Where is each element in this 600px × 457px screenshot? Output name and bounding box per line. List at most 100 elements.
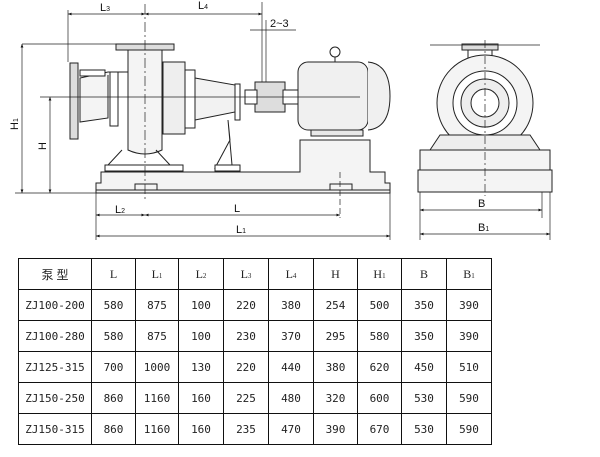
header-label: B bbox=[463, 266, 472, 281]
dimension-cell: 875 bbox=[135, 289, 179, 321]
svg-text:L2: L2 bbox=[115, 204, 125, 216]
dimension-cell: 1000 bbox=[135, 351, 179, 383]
dimension-cell: 160 bbox=[178, 413, 224, 445]
column-header: L2 bbox=[178, 258, 224, 290]
dimension-cell: 600 bbox=[357, 382, 402, 414]
dimension-cell: 230 bbox=[223, 320, 269, 352]
pump-model-cell: ZJ150-250 bbox=[18, 382, 92, 414]
dimension-cell: 450 bbox=[401, 351, 447, 383]
svg-text:H: H bbox=[37, 142, 49, 150]
header-label: B bbox=[419, 266, 428, 281]
pump-dimension-drawing: L3 L4 2~3 H1 H L2 L L1 B B1 bbox=[9, 0, 553, 240]
svg-text:H1: H1 bbox=[9, 118, 21, 130]
dimension-cell: 220 bbox=[223, 289, 269, 321]
header-subscript: 4 bbox=[292, 271, 297, 280]
dimension-cell: 350 bbox=[401, 320, 447, 352]
column-header: B1 bbox=[446, 258, 492, 290]
dimension-cell: 440 bbox=[268, 351, 314, 383]
dimension-cell: 700 bbox=[91, 351, 136, 383]
dimension-cell: 380 bbox=[268, 289, 314, 321]
dimension-cell: 860 bbox=[91, 382, 136, 414]
column-header: 泵 型 bbox=[18, 258, 92, 290]
side-view bbox=[69, 43, 391, 194]
dimension-cell: 390 bbox=[446, 289, 492, 321]
svg-text:2~3: 2~3 bbox=[270, 18, 289, 30]
dimension-cell: 100 bbox=[178, 320, 224, 352]
dimension-cell: 1160 bbox=[135, 413, 179, 445]
column-header: H bbox=[313, 258, 358, 290]
dimension-cell: 295 bbox=[313, 320, 358, 352]
pump-model-cell: ZJ125-315 bbox=[18, 351, 92, 383]
dimension-cell: 254 bbox=[313, 289, 358, 321]
dimension-cell: 320 bbox=[313, 382, 358, 414]
lifting-eye bbox=[329, 46, 341, 58]
motor-body bbox=[297, 61, 369, 131]
suction-flange bbox=[69, 62, 79, 140]
column-header: L4 bbox=[268, 258, 314, 290]
dimension-labels: L3 L4 2~3 H1 H L2 L L1 B B1 bbox=[9, 0, 489, 236]
svg-text:L3: L3 bbox=[100, 2, 110, 14]
header-subscript: 2 bbox=[202, 271, 207, 280]
dimension-cell: 470 bbox=[268, 413, 314, 445]
dimension-cell: 580 bbox=[91, 320, 136, 352]
header-label: L bbox=[285, 266, 293, 281]
dimension-cell: 350 bbox=[401, 289, 447, 321]
dimension-cell: 590 bbox=[446, 382, 492, 414]
header-label: L bbox=[151, 266, 159, 281]
dimension-cell: 860 bbox=[91, 413, 136, 445]
column-header: L1 bbox=[135, 258, 179, 290]
dimension-cell: 390 bbox=[313, 413, 358, 445]
column-header: H1 bbox=[357, 258, 402, 290]
dimension-cell: 480 bbox=[268, 382, 314, 414]
dimension-cell: 100 bbox=[178, 289, 224, 321]
header-label: L bbox=[109, 266, 118, 281]
pump-model-cell: ZJ100-280 bbox=[18, 320, 92, 352]
svg-text:L1: L1 bbox=[236, 224, 246, 236]
svg-text:L: L bbox=[234, 203, 240, 215]
dimension-cell: 670 bbox=[357, 413, 402, 445]
header-label: L bbox=[240, 266, 248, 281]
svg-text:B: B bbox=[478, 198, 485, 210]
header-subscript: 3 bbox=[247, 271, 252, 280]
dimension-cell: 580 bbox=[91, 289, 136, 321]
dimension-cell: 370 bbox=[268, 320, 314, 352]
header-subscript: 1 bbox=[382, 271, 386, 280]
dimension-cell: 580 bbox=[357, 320, 402, 352]
pump-model-cell: ZJ100-200 bbox=[18, 289, 92, 321]
header-subscript: 1 bbox=[471, 271, 475, 280]
dimension-cell: 220 bbox=[223, 351, 269, 383]
header-label: H bbox=[373, 266, 383, 281]
header-label: L bbox=[195, 266, 203, 281]
dimension-lines bbox=[15, 2, 551, 240]
column-header: L bbox=[91, 258, 136, 290]
dimension-cell: 620 bbox=[357, 351, 402, 383]
column-header: L3 bbox=[223, 258, 269, 290]
dimension-cell: 225 bbox=[223, 382, 269, 414]
dimension-cell: 875 bbox=[135, 320, 179, 352]
svg-text:L4: L4 bbox=[198, 0, 208, 12]
dimension-cell: 530 bbox=[401, 413, 447, 445]
dimension-cell: 530 bbox=[401, 382, 447, 414]
dimension-cell: 500 bbox=[357, 289, 402, 321]
dimension-cell: 160 bbox=[178, 382, 224, 414]
dimension-cell: 130 bbox=[178, 351, 224, 383]
column-header: B bbox=[401, 258, 447, 290]
dimension-cell: 590 bbox=[446, 413, 492, 445]
dimension-cell: 380 bbox=[313, 351, 358, 383]
dimension-cell: 1160 bbox=[135, 382, 179, 414]
svg-text:B1: B1 bbox=[478, 222, 489, 234]
dimension-cell: 510 bbox=[446, 351, 492, 383]
dimension-cell: 390 bbox=[446, 320, 492, 352]
header-subscript: 1 bbox=[158, 271, 163, 280]
header-label: 泵 型 bbox=[41, 267, 69, 282]
pump-model-cell: ZJ150-315 bbox=[18, 413, 92, 445]
header-label: H bbox=[331, 266, 340, 281]
dimension-cell: 235 bbox=[223, 413, 269, 445]
